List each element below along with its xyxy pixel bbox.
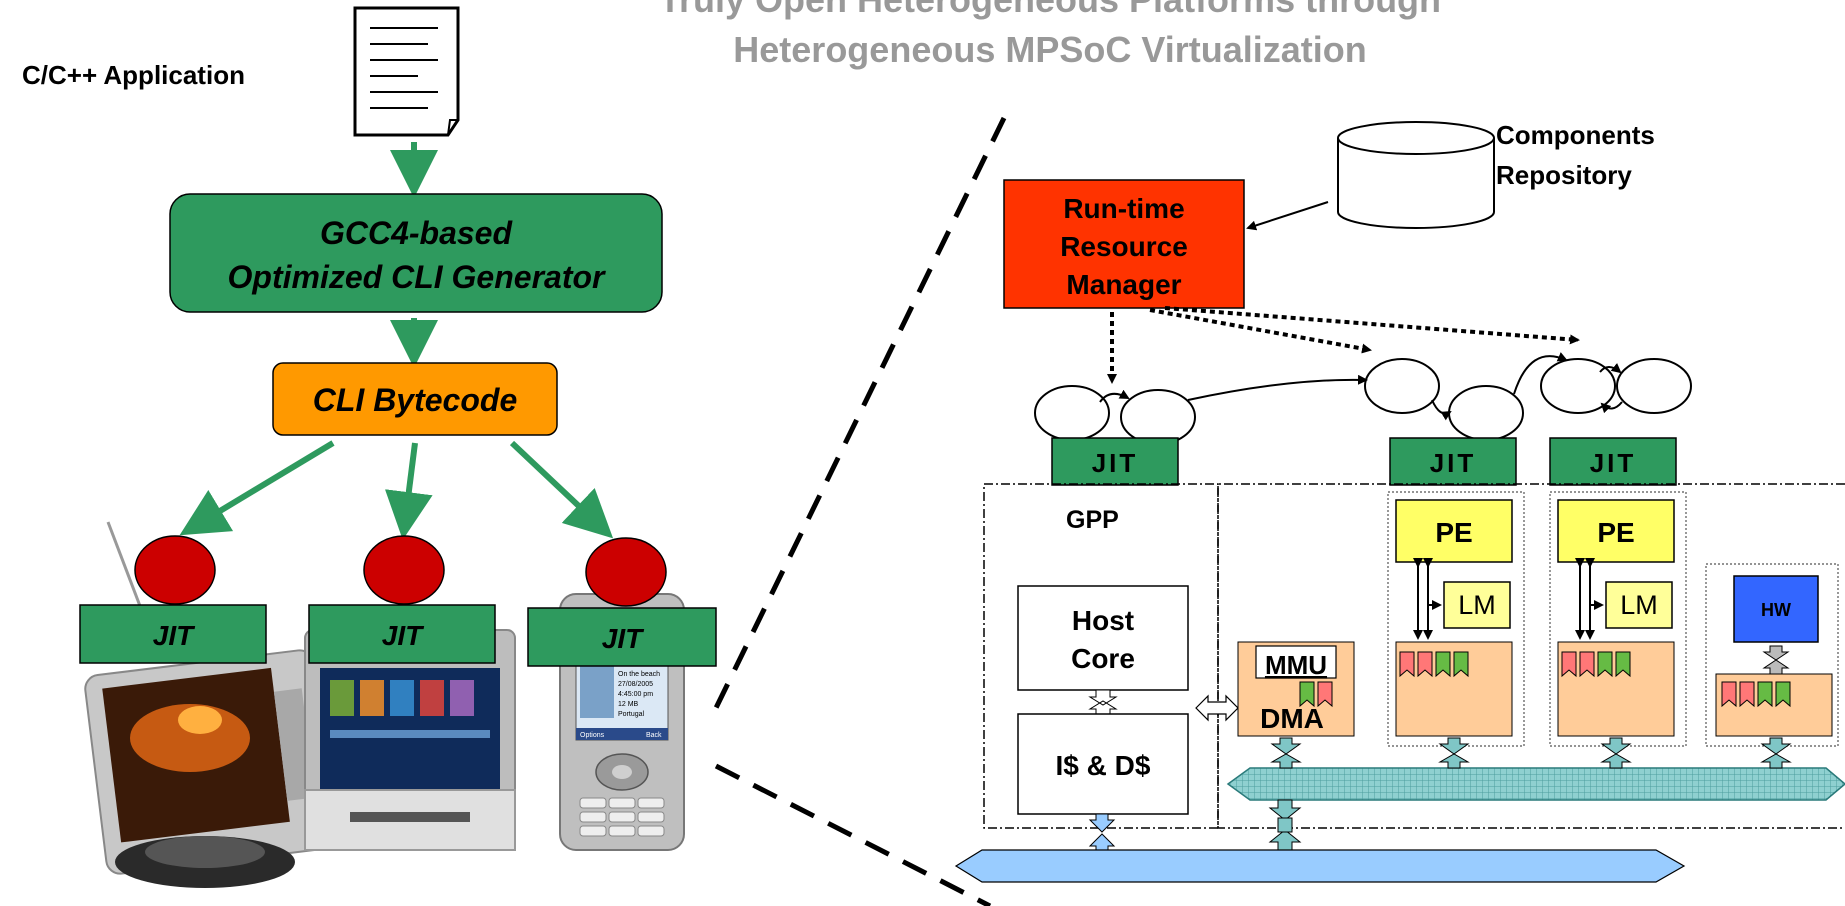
- components-repository-cylinder: [1337, 121, 1495, 229]
- token-1: [134, 535, 216, 605]
- zoom-divider-upper: [711, 116, 1007, 714]
- pe1-bus-arrows: [1413, 558, 1442, 640]
- token-2: [363, 535, 445, 605]
- phone-screen-line-4: 12 MB: [618, 701, 639, 708]
- phone-screen-line-3: 4:45:00 pm: [618, 691, 653, 698]
- repository-label-line-2: Repository: [1496, 160, 1632, 190]
- pe-box-1: [1395, 499, 1513, 563]
- gpp-label: GPP: [1066, 506, 1119, 534]
- cache-label: I$ & D$: [1056, 750, 1151, 781]
- lm-box-2: [1605, 581, 1673, 629]
- cli-bytecode-box: CLI Bytecode: [272, 362, 558, 436]
- dma-label: DMA: [1260, 703, 1324, 734]
- resource-manager-box: [1003, 179, 1245, 309]
- cli-generator-box: GCC4-based Optimized CLI Generator: [169, 193, 663, 313]
- bus-connectors: [1088, 737, 1792, 853]
- gpp-dma-connector: [1195, 694, 1239, 722]
- bytecode-label: CLI Bytecode: [313, 382, 517, 418]
- generator-line-2: Optimized CLI Generator: [228, 259, 606, 295]
- jit-label-left-2: JIT: [382, 620, 425, 651]
- jit-box-left-2: [308, 604, 496, 664]
- host-core-line-2: Core: [1071, 643, 1135, 674]
- pe-label-2: PE: [1597, 517, 1634, 548]
- pe2-bus-arrows: [1575, 558, 1604, 640]
- zoom-divider-lower: [714, 763, 992, 906]
- jit-label-pe2: JIT: [1590, 448, 1637, 478]
- host-core-box: [1017, 585, 1189, 691]
- phone-softkey-right: Back: [646, 732, 662, 739]
- core-cache-connector: [1088, 689, 1118, 717]
- app-label: C/C++ Application: [22, 60, 245, 90]
- cache-box: [1017, 713, 1189, 815]
- manager-to-pe2-arrow: [1164, 306, 1580, 345]
- phone-softkey-left: Options: [580, 732, 605, 739]
- device-desktop-image: [304, 629, 516, 851]
- bytecode-to-device-1-arrow: [179, 440, 335, 536]
- pe-label-1: PE: [1435, 517, 1472, 548]
- host-core-line-1: Host: [1072, 605, 1134, 636]
- document-icon: [353, 6, 460, 137]
- phone-screen-line-5: Portugal: [618, 711, 645, 718]
- lm-box-1: [1443, 581, 1511, 629]
- hw-register-icons: [1721, 681, 1791, 708]
- resource-manager-line-1: Run-time: [1063, 193, 1184, 224]
- bytecode-to-device-3-arrow: [509, 440, 614, 539]
- title-line-1: Truly Open Heterogeneous Platforms throu…: [659, 0, 1441, 20]
- lm-label-1: LM: [1458, 590, 1496, 620]
- mpsoc-boundary: [1217, 483, 1845, 829]
- jit-box-pe2: [1549, 437, 1677, 486]
- jit-label-pe1: JIT: [1430, 448, 1477, 478]
- hw-box: [1733, 575, 1819, 643]
- lm-label-2: LM: [1620, 590, 1658, 620]
- hw-connector: [1762, 645, 1790, 675]
- pe1-register-icons: [1399, 651, 1469, 678]
- jit-box-left-3: [527, 607, 717, 667]
- local-interconnect-bus: [1226, 767, 1845, 801]
- repository-to-manager-arrow: [1246, 201, 1329, 231]
- jit-box-pe1: [1389, 437, 1517, 486]
- jit-box-gpp: [1051, 437, 1179, 486]
- pe2-register-icons: [1561, 651, 1631, 678]
- mmu-label: MMU: [1265, 650, 1327, 680]
- system-bus: [954, 849, 1686, 883]
- resource-manager-line-2: Resource: [1060, 231, 1188, 262]
- phone-screen-line-2: 27/08/2005: [618, 681, 653, 688]
- bytecode-to-device-2-arrow: [384, 442, 433, 540]
- jit-label-left-3: JIT: [602, 623, 645, 654]
- dma-register-green: [1299, 681, 1315, 708]
- task-graph: [1034, 352, 1692, 445]
- repository-label-line-1: Components: [1496, 120, 1655, 150]
- hw-label: HW: [1761, 600, 1791, 620]
- token-3: [585, 537, 667, 607]
- resource-manager-line-3: Manager: [1066, 269, 1181, 300]
- jit-label-left-1: JIT: [153, 620, 196, 651]
- dma-register-red: [1317, 681, 1333, 708]
- manager-to-pe1-arrow: [1149, 308, 1372, 354]
- mmu-box: [1255, 645, 1337, 679]
- jit-box-left-1: [79, 604, 267, 664]
- pe-box-2: [1557, 499, 1675, 563]
- jit-label-gpp: JIT: [1092, 448, 1139, 478]
- generator-line-1: GCC4-based: [320, 215, 514, 251]
- title-line-2: Heterogeneous MPSoC Virtualization: [733, 29, 1366, 70]
- phone-screen-line-1: On the beach: [618, 671, 660, 678]
